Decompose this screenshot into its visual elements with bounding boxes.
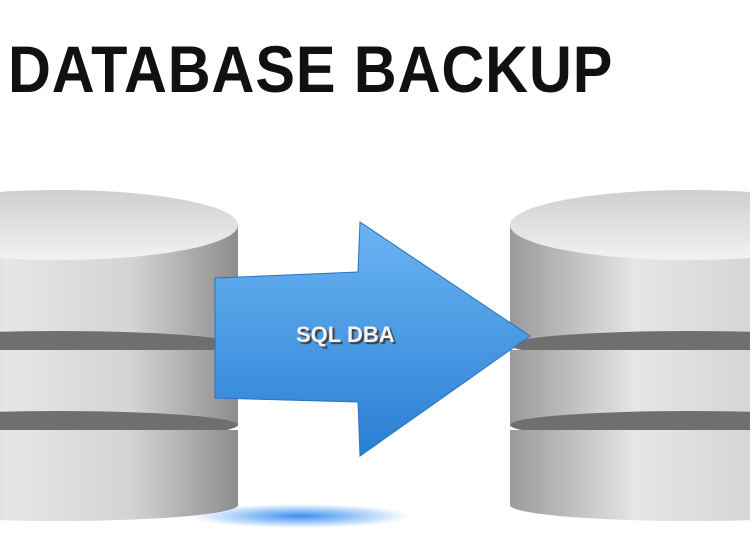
arrow-glow	[190, 504, 410, 528]
source-database-icon	[0, 190, 238, 521]
arrow-right-icon	[214, 221, 531, 457]
backup-database-icon	[510, 190, 750, 521]
sql-dba-logo: SQL DBA	[296, 322, 395, 347]
page-title: DATABASE BACKUP	[8, 32, 614, 106]
